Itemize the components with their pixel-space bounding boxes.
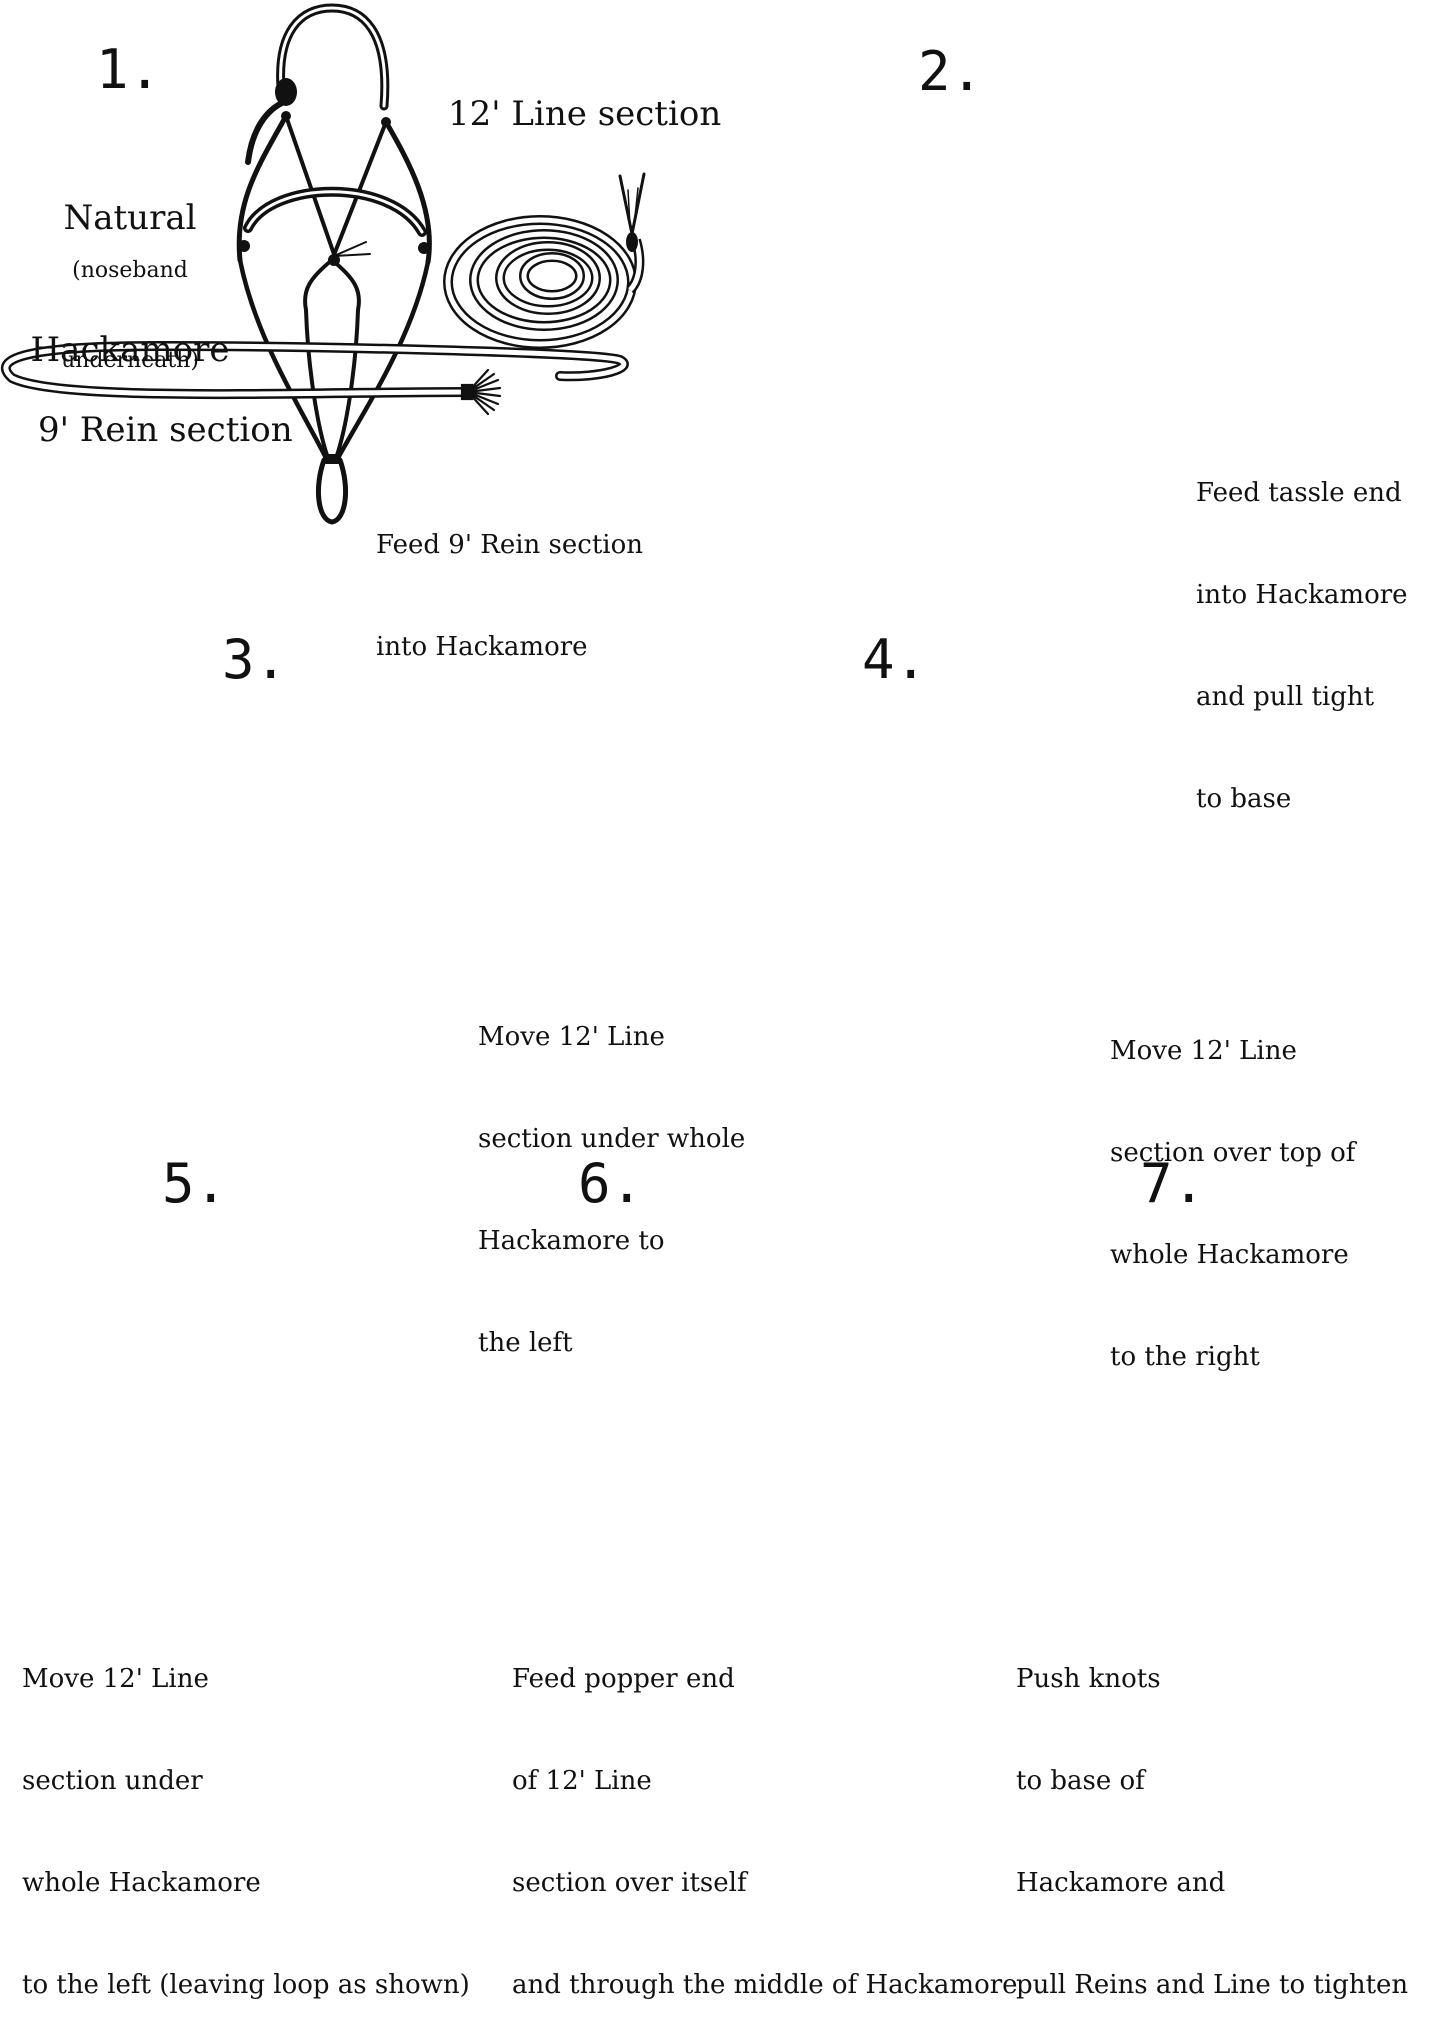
step-6-caption: Feed popper end of 12' Line section over… (512, 1594, 1018, 2036)
noseband-note-line-1: (noseband (40, 256, 220, 286)
caption-line: whole Hackamore (1110, 1238, 1355, 1272)
step-5-number: 5. (162, 1152, 227, 1215)
step-5-caption: Move 12' Line section under whole Hackam… (22, 1594, 470, 2036)
caption-line: Move 12' Line (1110, 1034, 1355, 1068)
caption-line: Feed popper end (512, 1662, 1018, 1696)
caption-line: section over itself (512, 1866, 1018, 1900)
noseband-note-line-2: underneath) (40, 346, 220, 376)
caption-line: Move 12' Line (478, 1020, 745, 1054)
caption-line: Hackamore to (478, 1224, 745, 1258)
caption-line: into Hackamore (1196, 578, 1408, 612)
caption-line: Feed tassle end (1196, 476, 1408, 510)
rein-section-label: 9' Rein section (38, 408, 293, 452)
caption-line: Move 12' Line (22, 1662, 470, 1696)
caption-line: pull Reins and Line to tighten (1016, 1968, 1408, 2002)
step-1-caption: Feed 9' Rein section into Hackamore (376, 460, 643, 698)
caption-line: Feed 9' Rein section (376, 528, 643, 562)
caption-line: Hackamore and (1016, 1866, 1408, 1900)
caption-line: to the left (leaving loop as shown) (22, 1968, 470, 2002)
caption-line: to base (1196, 782, 1408, 816)
caption-line: into Hackamore (376, 630, 643, 664)
caption-line: to base of (1016, 1764, 1408, 1798)
noseband-note: (noseband underneath) (40, 196, 220, 406)
caption-line: of 12' Line (512, 1764, 1018, 1798)
caption-line: section under (22, 1764, 470, 1798)
caption-line: section under whole (478, 1122, 745, 1156)
step-1-number: 1. (96, 38, 161, 101)
caption-line: the left (478, 1326, 745, 1360)
step-4-number: 4. (862, 628, 927, 691)
caption-line: and through the middle of Hackamore (512, 1968, 1018, 2002)
caption-line: to the right (1110, 1340, 1355, 1374)
line-section-label: 12' Line section (448, 92, 721, 136)
step-3-caption: Move 12' Line section under whole Hackam… (478, 952, 745, 1394)
caption-line: and pull tight (1196, 680, 1408, 714)
step-4-caption: Move 12' Line section over top of whole … (1110, 966, 1355, 1408)
step-7-caption: Push knots to base of Hackamore and pull… (1016, 1594, 1408, 2036)
caption-line: Push knots (1016, 1662, 1408, 1696)
step-3-number: 3. (222, 628, 287, 691)
step-2-number: 2. (918, 40, 983, 103)
caption-line: section over top of (1110, 1136, 1355, 1170)
step-2-caption: Feed tassle end into Hackamore and pull … (1196, 408, 1408, 850)
caption-line: whole Hackamore (22, 1866, 470, 1900)
